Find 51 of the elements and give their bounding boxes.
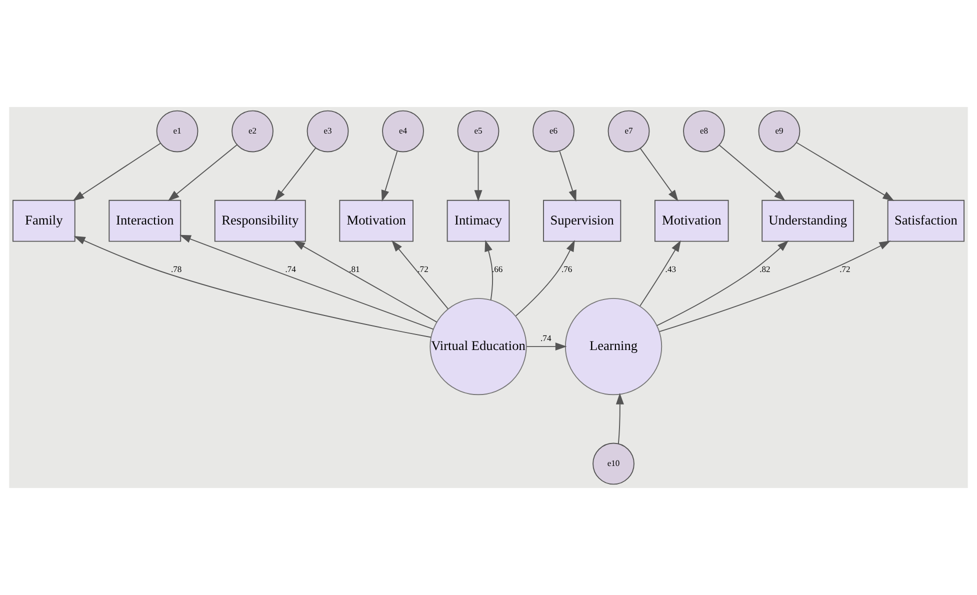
node-box: Family — [12, 200, 76, 242]
arrow — [526, 342, 567, 351]
node-circle: e7 — [608, 110, 650, 152]
arrow — [74, 236, 432, 338]
node-circle: e10 — [592, 442, 634, 485]
arrow — [656, 240, 789, 326]
node-box: Motivation — [654, 200, 729, 242]
node-box: Motivation — [339, 200, 414, 242]
arrow — [640, 240, 681, 306]
node-circle: Learning — [564, 298, 662, 396]
arrow — [718, 144, 786, 201]
node-circle: e5 — [457, 110, 500, 152]
arrow — [293, 240, 438, 323]
node-circle: e4 — [382, 110, 424, 152]
arrow — [640, 148, 678, 202]
edge-label: .78 — [170, 264, 182, 274]
node-box: Responsibility — [214, 200, 306, 242]
arrow — [392, 240, 448, 310]
arrow — [616, 392, 624, 444]
node-box: Satisfaction — [887, 200, 965, 242]
node-circle: e1 — [156, 110, 198, 152]
node-circle: e9 — [758, 110, 800, 152]
arrow — [72, 142, 161, 201]
arrow — [515, 240, 575, 316]
edge-label: .74 — [285, 264, 296, 274]
node-box: Understanding — [762, 200, 854, 242]
edge-label: .74 — [540, 333, 552, 344]
node-box: Supervision — [543, 200, 622, 242]
node-circle: Virtual Education — [430, 298, 527, 396]
arrow — [484, 240, 494, 301]
edge-label: .72 — [418, 264, 428, 274]
node-box: Intimacy — [446, 200, 510, 242]
edge-label: .43 — [665, 264, 676, 274]
node-box: Interaction — [108, 200, 182, 242]
node-circle: e6 — [532, 110, 574, 152]
edge-label: .76 — [561, 264, 572, 274]
edge-label: .81 — [349, 264, 360, 274]
arrow — [381, 150, 398, 202]
arrow — [274, 147, 316, 202]
arrow — [168, 144, 238, 202]
arrow — [179, 234, 434, 330]
node-circle: e8 — [683, 110, 725, 152]
edge-label: .72 — [840, 264, 850, 274]
arrow — [559, 150, 576, 202]
edge-label: .66 — [492, 264, 503, 274]
edge-label: .82 — [760, 264, 770, 274]
arrow — [796, 142, 894, 201]
arrow — [659, 240, 891, 332]
arrow — [474, 152, 482, 202]
node-circle: e3 — [306, 110, 349, 152]
node-circle: e2 — [232, 110, 274, 152]
